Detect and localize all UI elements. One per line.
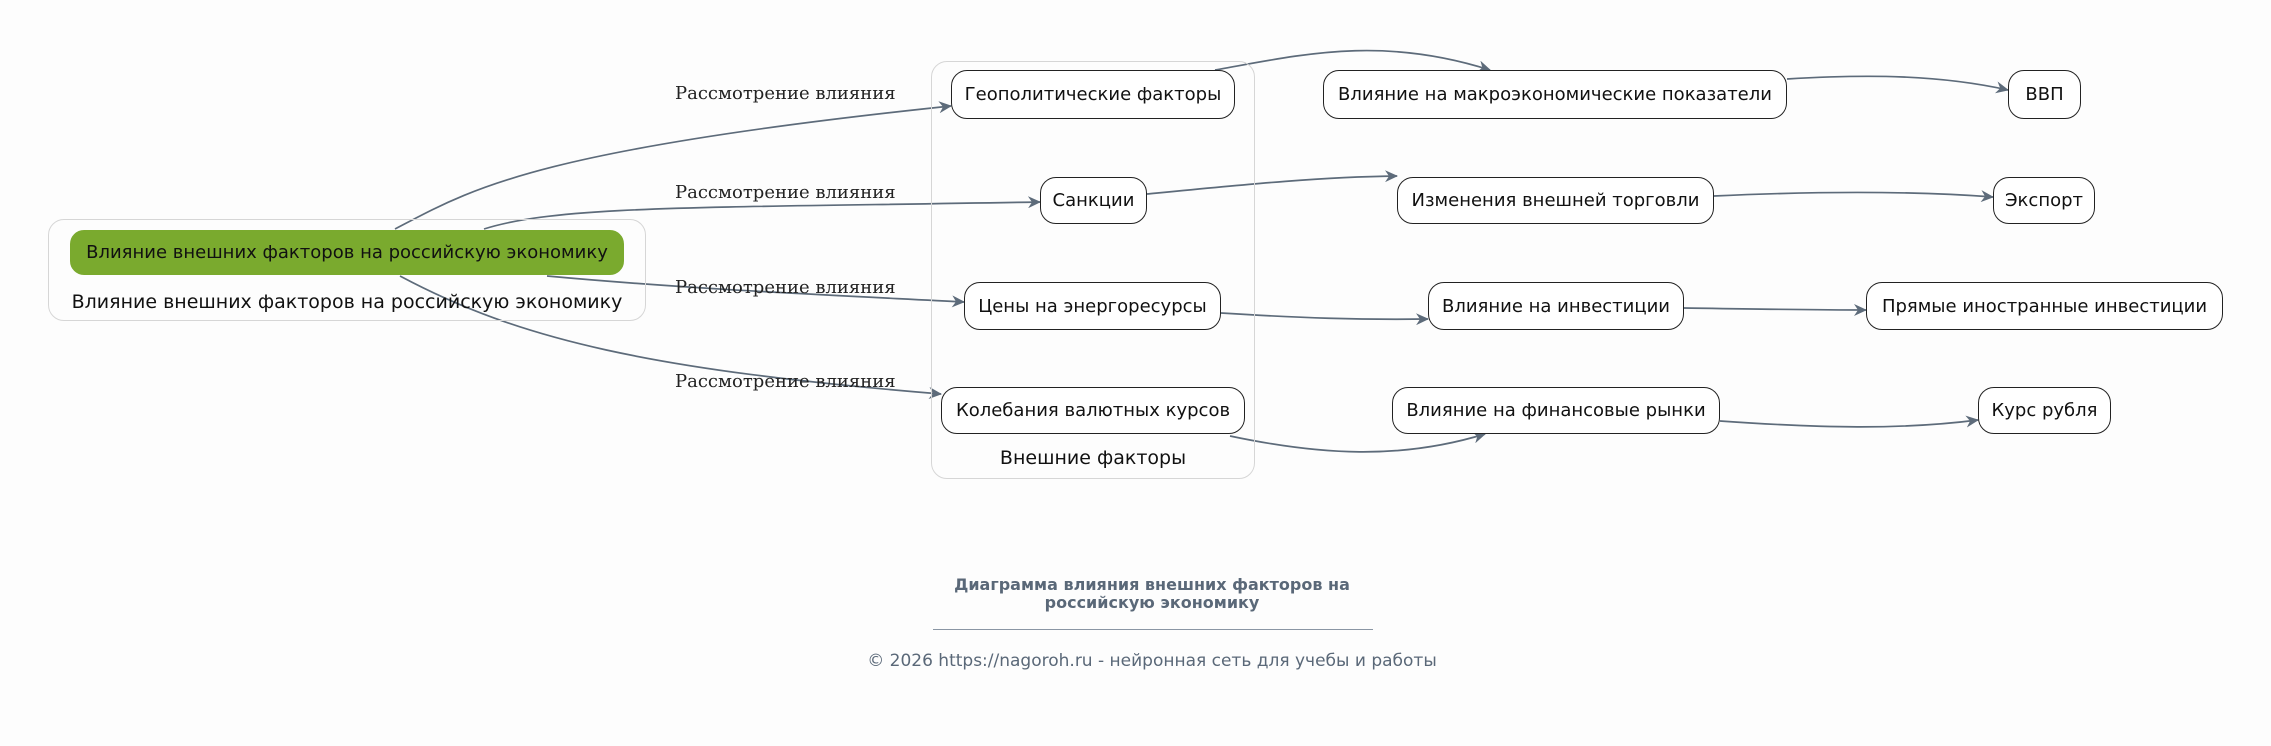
node-financial-markets[interactable]: Влияние на финансовые рынки bbox=[1392, 387, 1720, 434]
edge-trade-export bbox=[1713, 190, 1994, 203]
caption-line-1: Диаграмма влияния внешних факторов на bbox=[954, 575, 1350, 594]
node-currency[interactable]: Колебания валютных курсов bbox=[941, 387, 1245, 434]
node-trade[interactable]: Изменения внешней торговли bbox=[1397, 177, 1714, 224]
factors-group-label: Внешние факторы bbox=[999, 447, 1187, 469]
caption-line-2: российскую экономику bbox=[1044, 593, 1260, 612]
edge-invest-fdi bbox=[1683, 303, 1867, 316]
node-ruble[interactable]: Курс рубля bbox=[1978, 387, 2111, 434]
edge-main-currency bbox=[399, 275, 942, 399]
edge-currency-fin bbox=[1229, 431, 1486, 453]
edge-label: Рассмотрение влияния bbox=[675, 277, 896, 298]
root-group-label: Влияние внешних факторов на российскую э… bbox=[71, 291, 623, 313]
node-fdi[interactable]: Прямые иностранные инвестиции bbox=[1866, 282, 2223, 330]
node-gdp[interactable]: ВВП bbox=[2008, 70, 2081, 119]
edge-main-energy bbox=[546, 275, 965, 308]
node-investment[interactable]: Влияние на инвестиции bbox=[1428, 282, 1684, 330]
edge-macro-gdp bbox=[1786, 75, 2009, 94]
node-geopolitics[interactable]: Геополитические факторы bbox=[951, 70, 1235, 119]
edge-fin-ruble bbox=[1719, 415, 1979, 428]
caption-divider bbox=[933, 629, 1373, 630]
factors-group bbox=[931, 61, 1255, 479]
edge-main-sanctions bbox=[483, 196, 1041, 230]
node-export[interactable]: Экспорт bbox=[1993, 177, 2095, 224]
diagram-caption: Диаграмма влияния внешних факторов на ро… bbox=[0, 576, 2271, 612]
edge-sanc-trade bbox=[1146, 170, 1398, 195]
footer-copyright: © 2026 https://nagoroh.ru - нейронная се… bbox=[867, 651, 1437, 671]
edge-geo-macro bbox=[1214, 49, 1491, 73]
node-energy-prices[interactable]: Цены на энергоресурсы bbox=[964, 282, 1221, 330]
edge-energy-invest bbox=[1220, 312, 1429, 326]
node-macro[interactable]: Влияние на макроэкономические показатели bbox=[1323, 70, 1787, 119]
node-sanctions[interactable]: Санкции bbox=[1040, 177, 1147, 224]
edge-main-geopolitics bbox=[394, 101, 952, 230]
root-group bbox=[48, 219, 646, 321]
edge-label: Рассмотрение влияния bbox=[675, 371, 896, 392]
edge-label: Рассмотрение влияния bbox=[675, 83, 896, 104]
main-node[interactable]: Влияние внешних факторов на российскую э… bbox=[70, 230, 624, 275]
edge-label: Рассмотрение влияния bbox=[675, 182, 896, 203]
